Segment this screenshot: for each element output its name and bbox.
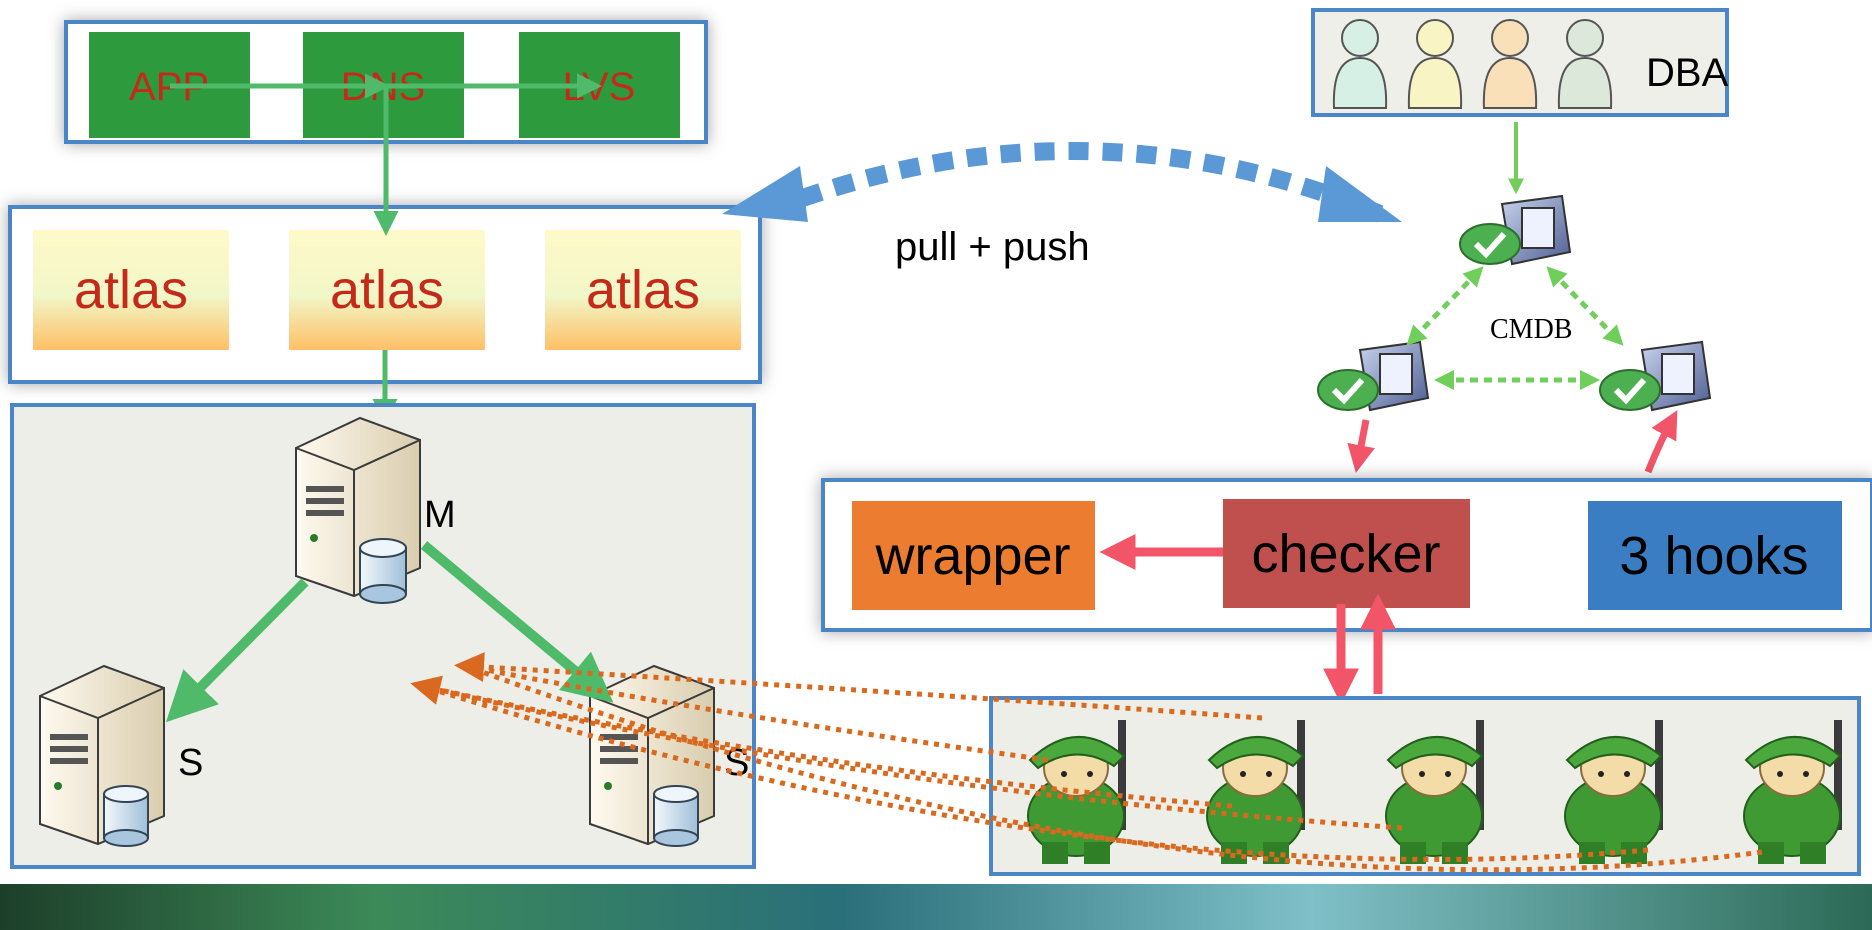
agent-monitor-arrows: [410, 652, 1763, 873]
monitor-arrow: [465, 663, 1049, 763]
wrapper-box: [852, 501, 1095, 610]
slave-server-icon: [39, 664, 165, 847]
sync-label: pull + push: [895, 225, 1090, 269]
person-icon: [1557, 19, 1613, 109]
atlas-label: atlas: [586, 260, 700, 320]
pull-push-arrowhead: [1318, 166, 1402, 222]
dba-label: DBA: [1646, 51, 1729, 95]
monitor-arrow: [454, 652, 1263, 721]
cmdb-node-icon: [1599, 340, 1712, 412]
slave-server-icon: [589, 664, 715, 847]
pull-push-arrowhead: [722, 166, 808, 222]
master-server-icon: [295, 416, 421, 604]
access-layer-box: APP DNS LVS: [64, 20, 708, 144]
cmdb-sync-arrow: [1546, 266, 1624, 346]
wrapper-label: wrapper: [874, 526, 1070, 586]
person-icon: [1482, 19, 1538, 109]
agent-soldier-icon: [1385, 720, 1484, 864]
replication-arrow: [420, 541, 614, 703]
atlas-tile: [545, 230, 741, 350]
agent-soldier-icon: [1743, 720, 1842, 864]
tools-box: wrapper checker 3 hooks: [821, 478, 1872, 632]
dba-box: DBA: [1311, 8, 1729, 117]
person-icon: [1332, 19, 1388, 109]
monitor-arrow: [465, 663, 1763, 873]
cmdb-to-checker-arrow: [1347, 419, 1375, 474]
database-layer-box: M S: [10, 403, 756, 869]
cmdb-node-icon: [1317, 340, 1430, 412]
checker-label: checker: [1251, 524, 1440, 584]
decorative-footer-strip: [0, 884, 1872, 930]
person-icon: [1407, 19, 1463, 109]
atlas-tile: [33, 230, 229, 350]
master-label: M: [424, 494, 456, 536]
monitor-arrow: [421, 683, 1649, 862]
atlas-label: atlas: [330, 260, 444, 320]
slave-label: S: [178, 742, 203, 784]
agents-box: [989, 696, 1861, 876]
hooks-label: 3 hooks: [1619, 526, 1808, 586]
hooks-box: [1588, 501, 1842, 610]
cmdb-sync-arrow: [1406, 266, 1484, 346]
atlas-tile: [289, 230, 485, 350]
monitor-arrow: [410, 675, 1403, 831]
atlas-label: atlas: [74, 260, 188, 320]
checker-box: [1223, 499, 1470, 608]
cmdb-node-icon: [1459, 194, 1572, 266]
pull-push-arrow: [766, 142, 1384, 223]
monitor-arrow: [421, 683, 1233, 809]
cmdb-cluster: CMDB: [1317, 194, 1712, 412]
replication-arrow: [165, 578, 309, 723]
cmdb-label: CMDB: [1490, 314, 1572, 345]
hooks-to-cmdb-arrow: [1644, 410, 1678, 474]
